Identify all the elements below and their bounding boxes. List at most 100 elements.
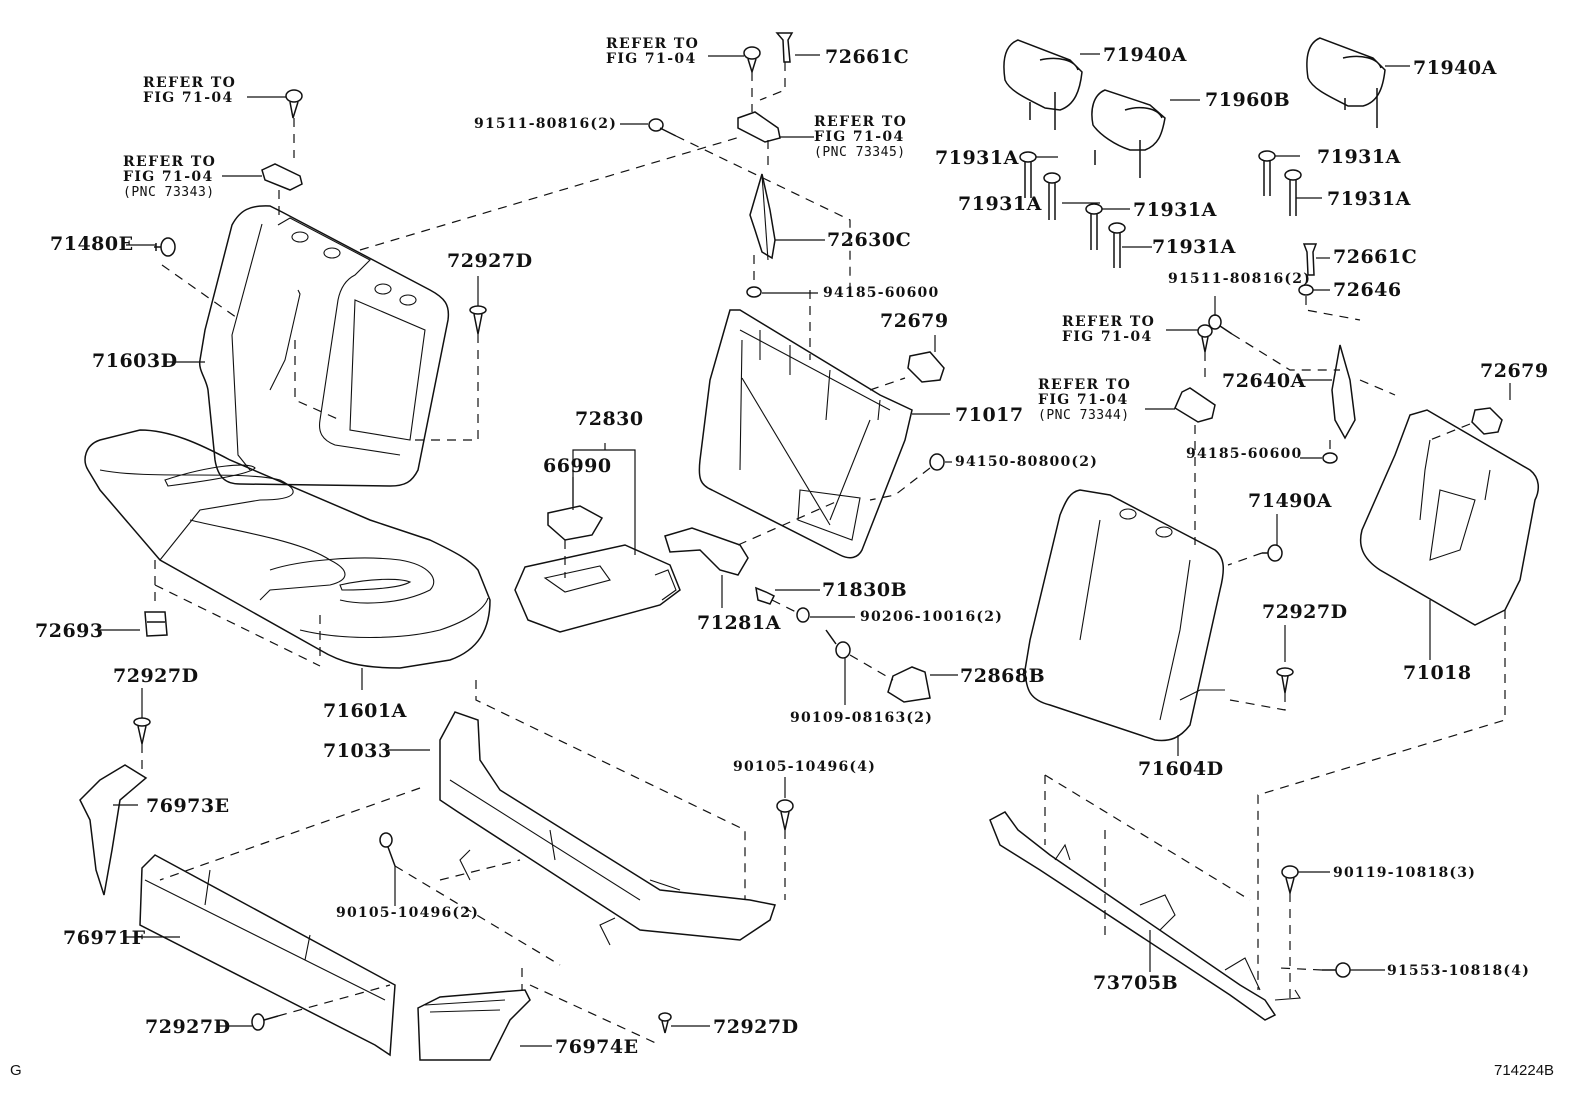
part-label-71604D[interactable]: 71604D: [1138, 758, 1224, 780]
seat-frame-71033[interactable]: [439, 711, 776, 946]
part-label-73705B[interactable]: 73705B: [1093, 972, 1179, 994]
part-label-72693[interactable]: 72693: [35, 620, 104, 642]
part-label-72927D[interactable]: 72927D: [145, 1016, 231, 1038]
part-label-94185-60600[interactable]: 94185-60600: [823, 285, 940, 301]
part-label-71281A[interactable]: 71281A: [697, 612, 781, 634]
cup-holder-66990[interactable]: [547, 505, 604, 541]
part-label-71931A[interactable]: 71931A: [958, 193, 1042, 215]
bolt-90119-10818[interactable]: [1281, 865, 1299, 896]
part-label-94150-80800[interactable]: 94150-80800(2): [955, 454, 1099, 470]
part-label-72679[interactable]: 72679: [880, 310, 949, 332]
part-label-91553-10818[interactable]: 91553-10818(4): [1387, 963, 1531, 979]
clip-72693[interactable]: [144, 611, 168, 637]
seat-back-cover-71603D[interactable]: [198, 205, 450, 487]
armrest-72830[interactable]: [514, 544, 681, 633]
support-71931A-4[interactable]: [1108, 222, 1126, 268]
part-label-94185-60600[interactable]: 94185-60600: [1186, 446, 1303, 462]
fig-text[interactable]: FIG 71-04: [123, 169, 214, 185]
part-label-71018[interactable]: 71018: [1403, 662, 1472, 684]
bolt-91511-80816-center[interactable]: [648, 118, 677, 137]
striker-72661C-right[interactable]: [1302, 243, 1318, 276]
part-label-72868B[interactable]: 72868B: [960, 665, 1046, 687]
seat-cushion-71601A[interactable]: [84, 429, 491, 669]
hinge-cover-pnc-73344[interactable]: [1174, 387, 1216, 423]
nut-94185-60600-center[interactable]: [746, 286, 762, 298]
part-label-72661C[interactable]: 72661C: [825, 46, 910, 68]
part-label-71931A[interactable]: 71931A: [1133, 199, 1217, 221]
fig-text[interactable]: FIG 71-04: [814, 129, 905, 145]
part-label-90206-10016[interactable]: 90206-10016(2): [860, 609, 1004, 625]
part-label-72679[interactable]: 72679: [1480, 360, 1549, 382]
part-label-71960B[interactable]: 71960B: [1205, 89, 1291, 111]
clip-72927D-bottom[interactable]: [658, 1012, 672, 1034]
part-label-71830B[interactable]: 71830B: [822, 579, 908, 601]
bolt-90105-10496-4[interactable]: [776, 799, 794, 831]
clip-72927D-upper[interactable]: [469, 305, 487, 335]
part-label-72646[interactable]: 72646: [1333, 279, 1402, 301]
washer-90206-10016[interactable]: [796, 607, 810, 623]
part-label-71603D[interactable]: 71603D: [92, 350, 178, 372]
part-label-71033[interactable]: 71033: [323, 740, 392, 762]
part-label-71931A[interactable]: 71931A: [935, 147, 1019, 169]
part-label-90109-08163[interactable]: 90109-08163(2): [790, 710, 934, 726]
seat-track-73705B[interactable]: [989, 811, 1301, 1021]
part-label-72927D[interactable]: 72927D: [447, 250, 533, 272]
support-71931A-2[interactable]: [1043, 172, 1061, 220]
part-label-72830[interactable]: 72830: [575, 408, 644, 430]
bolt-90109-08163[interactable]: [825, 629, 851, 659]
part-label-76973E[interactable]: 76973E: [146, 795, 230, 817]
nut-94185-60600-right[interactable]: [1322, 452, 1338, 464]
support-71931A-5[interactable]: [1258, 150, 1276, 196]
part-label-71017[interactable]: 71017: [955, 404, 1024, 426]
part-label-66990[interactable]: 66990: [543, 455, 612, 477]
bolt-91553-10818[interactable]: [1322, 962, 1351, 978]
part-label-71940A[interactable]: 71940A: [1103, 44, 1187, 66]
headrest-71940A-left[interactable]: [1003, 39, 1083, 130]
fig-text[interactable]: FIG 71-04: [143, 90, 234, 106]
push-retainer-71480E[interactable]: [154, 237, 176, 257]
fig-text[interactable]: FIG 71-04: [1062, 329, 1153, 345]
bolt-90105-10496-2[interactable]: [379, 832, 396, 867]
part-label-71480E[interactable]: 71480E: [50, 233, 134, 255]
hinge-71281A[interactable]: [664, 527, 749, 576]
side-cover-76973E[interactable]: [79, 764, 148, 896]
striker-72661C-center[interactable]: [775, 32, 794, 63]
part-label-90119-10818[interactable]: 90119-10818(3): [1333, 865, 1477, 881]
fig-text[interactable]: FIG 71-04: [1038, 392, 1129, 408]
bolt-refer-fig-71-04-c[interactable]: [1197, 324, 1213, 353]
support-71931A-1[interactable]: [1019, 151, 1037, 198]
support-71931A-6[interactable]: [1284, 169, 1302, 216]
cover-72679-center[interactable]: [907, 351, 945, 383]
part-label-72927D[interactable]: 72927D: [713, 1016, 799, 1038]
seat-back-71604D[interactable]: [1024, 489, 1225, 742]
hinge-cover-pnc-73343[interactable]: [261, 163, 303, 191]
part-label-71940A[interactable]: 71940A: [1413, 57, 1497, 79]
lower-cover-76971F[interactable]: [139, 854, 396, 1057]
part-label-90105-10496-4[interactable]: 90105-10496(4): [733, 759, 877, 775]
part-label-91511-80816[interactable]: 91511-80816(2): [1168, 271, 1312, 287]
seat-back-frame-71018[interactable]: [1359, 409, 1540, 626]
part-label-71931A[interactable]: 71931A: [1152, 236, 1236, 258]
part-label-76974E[interactable]: 76974E: [555, 1036, 639, 1058]
bolt-refer-fig-71-04-a[interactable]: [285, 89, 303, 119]
part-label-72927D[interactable]: 72927D: [1262, 601, 1348, 623]
clip-72927D-right[interactable]: [1276, 667, 1294, 694]
part-label-90105-10496-2[interactable]: 90105-10496(2): [336, 905, 480, 921]
part-label-72630C[interactable]: 72630C: [827, 229, 912, 251]
seat-back-frame-71017[interactable]: [698, 309, 913, 559]
cover-72868B[interactable]: [887, 666, 931, 703]
cover-72679-right[interactable]: [1471, 407, 1503, 435]
pin-71830B[interactable]: [755, 586, 776, 605]
side-cover-76974E[interactable]: [417, 989, 531, 1061]
support-71931A-3[interactable]: [1085, 203, 1103, 250]
lock-assy-72640A[interactable]: [1331, 344, 1356, 440]
hinge-cover-pnc-73345[interactable]: [737, 111, 781, 143]
part-label-71601A[interactable]: 71601A: [323, 700, 407, 722]
headrest-71940A-right[interactable]: [1306, 37, 1386, 128]
clip-72927D-lower[interactable]: [251, 1013, 279, 1031]
part-label-71490A[interactable]: 71490A: [1248, 490, 1332, 512]
part-label-72661C[interactable]: 72661C: [1333, 246, 1418, 268]
part-label-76971F[interactable]: 76971F: [63, 927, 146, 949]
fig-text[interactable]: FIG 71-04: [606, 51, 697, 67]
bolt-refer-fig-71-04-b[interactable]: [743, 46, 761, 75]
